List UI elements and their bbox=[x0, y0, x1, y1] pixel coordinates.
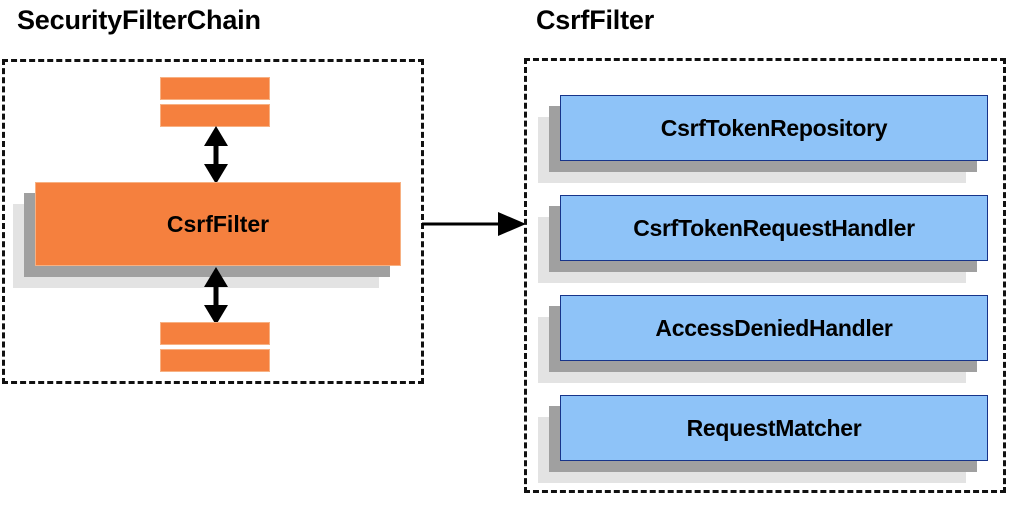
node-request-matcher-label: RequestMatcher bbox=[560, 395, 988, 461]
node-csrf-token-repository[interactable]: CsrfTokenRepository bbox=[538, 95, 988, 183]
node-csrf-token-request-handler[interactable]: CsrfTokenRequestHandler bbox=[538, 195, 988, 283]
node-csrf-token-request-handler-label: CsrfTokenRequestHandler bbox=[560, 195, 988, 261]
node-csrf-token-repository-label: CsrfTokenRepository bbox=[560, 95, 988, 161]
expand-arrow bbox=[422, 212, 526, 236]
arrow-below-csrf-filter bbox=[204, 267, 228, 325]
arrow-above-csrf-filter bbox=[204, 126, 228, 184]
filter-bar-top-2 bbox=[160, 104, 270, 127]
node-csrf-filter-label: CsrfFilter bbox=[35, 182, 401, 266]
panel-security-filter-chain bbox=[2, 59, 424, 384]
panel-title-csrf-filter: CsrfFilter bbox=[536, 5, 655, 35]
node-access-denied-handler[interactable]: AccessDeniedHandler bbox=[538, 295, 988, 383]
filter-bar-bottom-2 bbox=[160, 349, 270, 372]
filter-bar-bottom-1 bbox=[160, 322, 270, 345]
filter-bar-top-1 bbox=[160, 77, 270, 100]
panel-title-security-filter-chain: SecurityFilterChain bbox=[17, 5, 261, 35]
node-csrf-filter[interactable]: CsrfFilter bbox=[13, 182, 401, 288]
node-access-denied-handler-label: AccessDeniedHandler bbox=[560, 295, 988, 361]
panel-csrf-filter-detail bbox=[524, 58, 1006, 493]
node-request-matcher[interactable]: RequestMatcher bbox=[538, 395, 988, 483]
